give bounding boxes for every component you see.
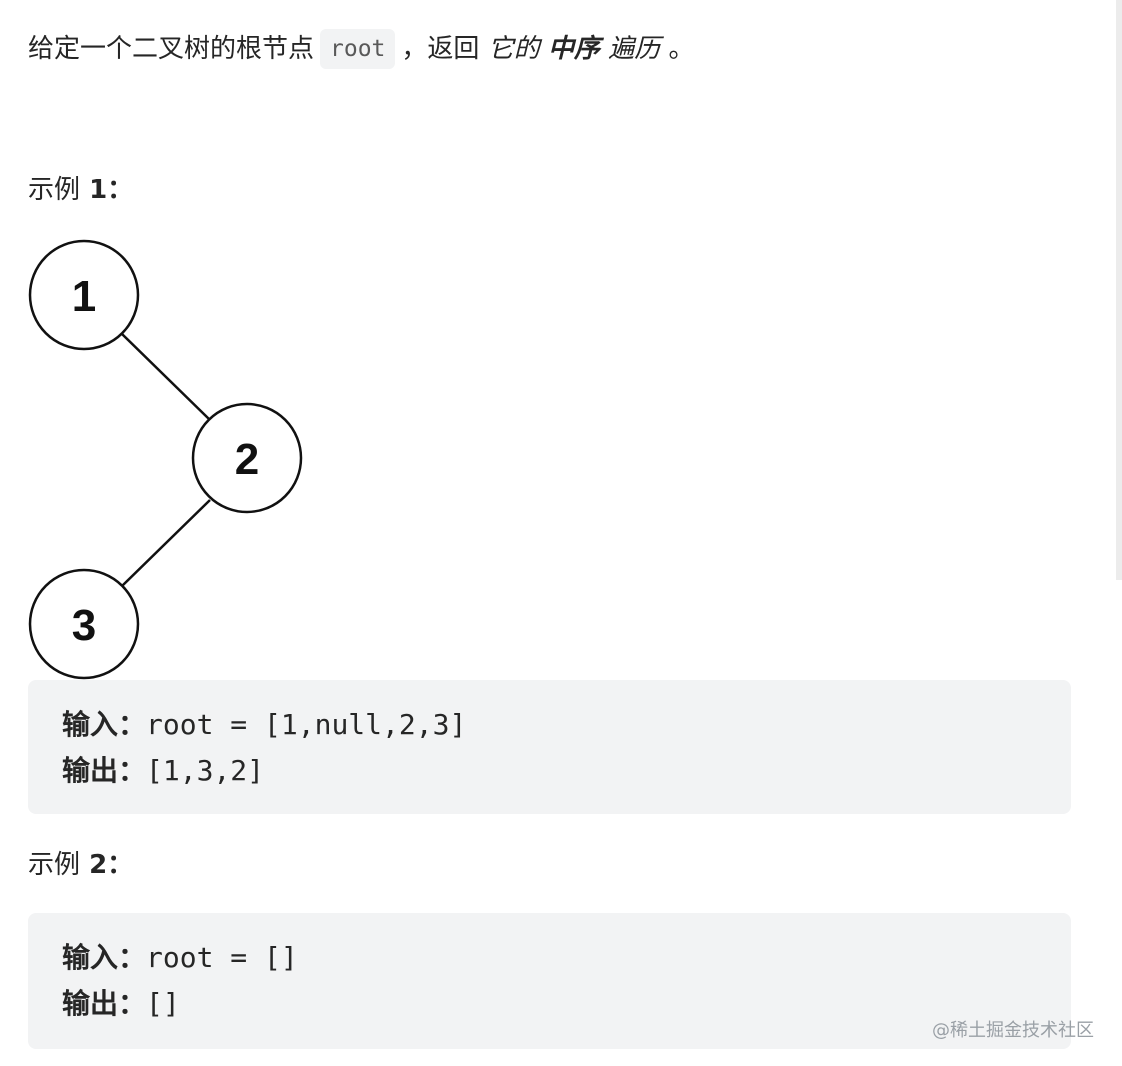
example-2-output-label: 输出： — [62, 987, 147, 1020]
example-1-output-label: 输出： — [62, 754, 147, 787]
example-2-input-label: 输入： — [62, 941, 147, 974]
tree-node-1: 1 — [28, 239, 140, 351]
tree-node-3-label: 3 — [72, 601, 96, 650]
example-2-heading-number: 2 — [89, 850, 108, 880]
example-1-heading-label: 示例 — [28, 175, 81, 205]
example-2-input-line: 输入：root = [] — [62, 935, 1037, 981]
problem-italic-traversal: 遍历 — [608, 34, 661, 64]
watermark: @稀土掘金技术社区 — [932, 1020, 1094, 1041]
example-2-input-value: root = [] — [146, 941, 298, 974]
tree-node-2: 2 — [191, 402, 303, 514]
example-1-heading: 示例 1： — [28, 170, 133, 210]
example-2-output-value: [] — [146, 987, 180, 1020]
example-1-input-line: 输入：root = [1,null,2,3] — [62, 702, 1037, 748]
example-1-heading-number: 1 — [89, 175, 108, 205]
tree-edge-1-2 — [121, 333, 211, 421]
example-1-output-line: 输出：[1,3,2] — [62, 748, 1037, 794]
example-2-code-block: 输入：root = [] 输出：[] — [28, 913, 1071, 1049]
vertical-scrollbar[interactable] — [1116, 0, 1122, 580]
tree-edge-2-3 — [121, 499, 211, 587]
example-2-heading-colon: ： — [107, 850, 134, 880]
example-1-input-label: 输入： — [62, 708, 147, 741]
problem-period: 。 — [668, 34, 695, 64]
tree-node-1-label: 1 — [72, 272, 96, 321]
problem-emphasis-inorder: 中序 — [547, 34, 600, 64]
example-2-heading-label: 示例 — [28, 850, 81, 880]
example-1-input-value: root = [1,null,2,3] — [146, 708, 467, 741]
problem-text-after: ，返回 — [401, 34, 480, 64]
example-1-output-value: [1,3,2] — [146, 754, 265, 787]
binary-tree-diagram: 1 2 3 — [28, 239, 303, 680]
problem-italic-its: 它的 — [487, 34, 540, 64]
example-1-heading-colon: ： — [107, 175, 134, 205]
example-2-heading: 示例 2： — [28, 845, 133, 885]
problem-text-before: 给定一个二叉树的根节点 — [28, 34, 315, 64]
example-2-output-line: 输出：[] — [62, 981, 1037, 1027]
tree-node-2-label: 2 — [235, 435, 259, 484]
tree-node-3: 3 — [28, 568, 140, 680]
example-1-code-block: 输入：root = [1,null,2,3] 输出：[1,3,2] — [28, 680, 1071, 814]
inline-code-root: root — [320, 29, 396, 69]
